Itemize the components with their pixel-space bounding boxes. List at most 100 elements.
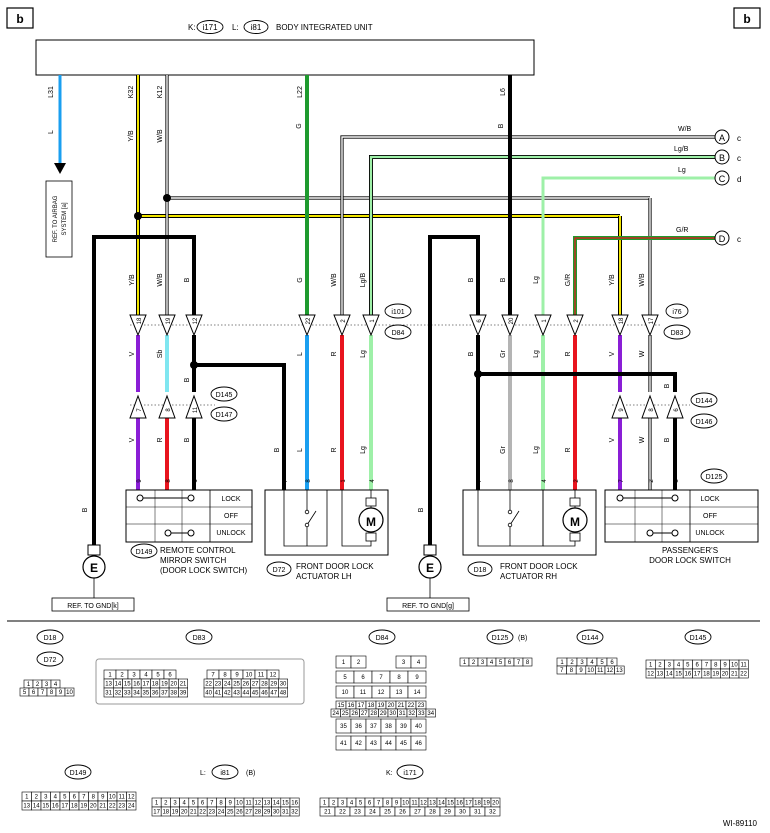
svg-text:17: 17 <box>649 317 655 324</box>
svg-text:11: 11 <box>741 663 748 669</box>
view-d84: D84 <box>376 635 389 642</box>
svg-text:14: 14 <box>438 801 445 807</box>
svg-text:22: 22 <box>306 317 312 324</box>
unit-l-prefix: L: <box>232 23 239 32</box>
svg-text:L: L <box>297 448 304 452</box>
svg-text:REF. TO GND[g]: REF. TO GND[g] <box>402 603 454 610</box>
view-d125-suffix: (B) <box>518 635 527 642</box>
conn-i76: i76 <box>672 309 681 316</box>
svg-text:1: 1 <box>560 660 564 666</box>
page-letter-left: b <box>16 12 23 26</box>
svg-text:6: 6 <box>695 663 699 669</box>
svg-text:34: 34 <box>133 691 140 697</box>
svg-text:8: 8 <box>166 408 172 412</box>
svg-text:1: 1 <box>25 795 29 801</box>
svg-text:29: 29 <box>270 682 277 688</box>
svg-text:1: 1 <box>108 673 112 679</box>
svg-text:21: 21 <box>731 672 738 678</box>
svg-text:8: 8 <box>50 690 54 696</box>
pin-k32: K32 <box>128 86 135 99</box>
svg-text:B: B <box>664 437 671 442</box>
svg-text:31: 31 <box>282 810 289 816</box>
conn-i101: i101 <box>391 309 404 316</box>
svg-text:OFF: OFF <box>224 513 238 520</box>
view-i81-suffix: (B) <box>246 770 255 777</box>
svg-text:22: 22 <box>740 672 747 678</box>
conn-d72: D72 <box>273 567 286 574</box>
svg-text:12: 12 <box>254 801 261 807</box>
svg-text:18: 18 <box>137 317 143 324</box>
svg-text:E: E <box>90 561 98 575</box>
conn-d146: D146 <box>696 419 713 426</box>
svg-text:REF. TO GND[k]: REF. TO GND[k] <box>67 603 119 610</box>
svg-text:8: 8 <box>649 408 655 412</box>
svg-text:26: 26 <box>236 810 243 816</box>
svg-text:13: 13 <box>396 690 403 696</box>
svg-text:11: 11 <box>258 673 265 679</box>
svg-text:5: 5 <box>23 690 27 696</box>
lower-connectors <box>129 394 684 419</box>
svg-text:24: 24 <box>128 804 135 810</box>
svg-text:D: D <box>719 234 726 244</box>
svg-text:Lg/B: Lg/B <box>674 146 689 153</box>
svg-text:43: 43 <box>233 691 240 697</box>
svg-text:24: 24 <box>218 810 225 816</box>
svg-text:44: 44 <box>243 691 250 697</box>
svg-text:A: A <box>719 133 725 143</box>
svg-text:6: 6 <box>73 795 77 801</box>
svg-text:16: 16 <box>456 801 463 807</box>
svg-text:16: 16 <box>348 703 355 709</box>
svg-text:1: 1 <box>193 479 199 483</box>
svg-text:M: M <box>570 515 580 529</box>
svg-text:B: B <box>82 507 89 512</box>
svg-text:3: 3 <box>173 801 177 807</box>
svg-text:B: B <box>184 437 191 442</box>
svg-text:13: 13 <box>23 804 30 810</box>
airbag-ref-line2: SYSTEM [a] <box>62 202 68 235</box>
svg-text:25: 25 <box>227 810 234 816</box>
svg-text:c: c <box>737 134 741 143</box>
svg-text:13: 13 <box>616 668 623 674</box>
svg-text:2: 2 <box>570 660 574 666</box>
svg-text:R: R <box>157 437 164 442</box>
svg-text:25: 25 <box>233 682 240 688</box>
conn-d125: D125 <box>706 474 723 481</box>
svg-text:UNLOCK: UNLOCK <box>216 530 246 537</box>
svg-text:2: 2 <box>357 660 361 666</box>
svg-text:1: 1 <box>341 479 347 483</box>
svg-text:3: 3 <box>580 660 584 666</box>
svg-text:23: 23 <box>354 810 361 816</box>
svg-text:W: W <box>639 350 646 357</box>
view-i171-prefix: K: <box>386 770 393 777</box>
svg-text:29: 29 <box>380 711 387 717</box>
svg-text:27: 27 <box>361 711 368 717</box>
svg-text:24: 24 <box>224 682 231 688</box>
svg-text:B: B <box>719 153 725 163</box>
actuator-lh: M <box>264 489 389 556</box>
svg-text:1: 1 <box>370 319 376 323</box>
svg-text:V: V <box>609 437 616 442</box>
unit-title: BODY INTEGRATED UNIT <box>276 23 373 32</box>
svg-text:Y/B: Y/B <box>609 274 616 286</box>
svg-text:REMOTE CONTROL: REMOTE CONTROL <box>160 546 236 555</box>
svg-text:9: 9 <box>415 675 419 681</box>
wire-label-wb: W/B <box>157 129 164 143</box>
svg-text:3: 3 <box>402 660 406 666</box>
svg-text:7: 7 <box>705 663 709 669</box>
svg-text:10: 10 <box>402 801 409 807</box>
svg-text:c: c <box>737 154 741 163</box>
airbag-ref-box <box>45 180 73 258</box>
svg-text:MIRROR SWITCH: MIRROR SWITCH <box>160 556 226 565</box>
svg-text:2: 2 <box>649 479 655 483</box>
svg-text:2: 2 <box>35 795 39 801</box>
svg-text:7: 7 <box>379 675 383 681</box>
svg-text:33: 33 <box>124 691 131 697</box>
svg-text:9: 9 <box>59 690 63 696</box>
svg-text:10: 10 <box>342 690 349 696</box>
svg-text:19: 19 <box>378 703 385 709</box>
svg-text:28: 28 <box>429 810 436 816</box>
